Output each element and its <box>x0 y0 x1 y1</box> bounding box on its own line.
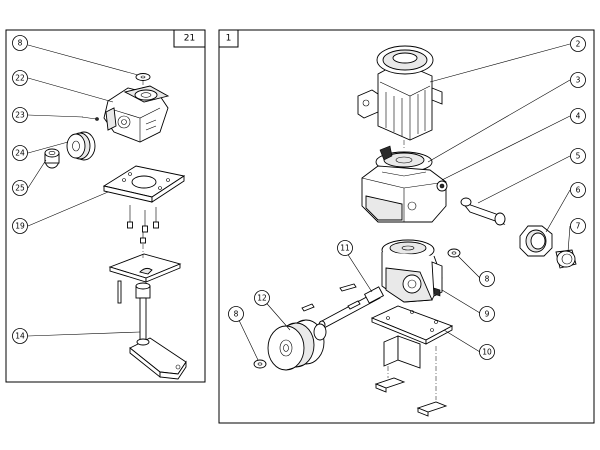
right-gearbox-part <box>381 239 443 303</box>
svg-text:11: 11 <box>340 244 350 253</box>
svg-text:8: 8 <box>18 39 23 48</box>
right-callout-5: 5 <box>570 148 586 164</box>
left-plate-part <box>102 165 186 203</box>
right-coupling-part <box>267 319 327 371</box>
left-leader-lines <box>27 44 141 337</box>
left-callout-24: 24 <box>12 145 28 161</box>
right-callout-12: 12 <box>254 290 270 306</box>
right-washer-lower-part <box>253 359 267 369</box>
svg-text:9: 9 <box>485 310 490 319</box>
left-panel-number-box <box>173 29 206 48</box>
left-panel-frame <box>5 29 206 383</box>
right-shaft-part <box>460 197 506 226</box>
svg-text:6: 6 <box>576 186 581 195</box>
svg-text:22: 22 <box>15 74 25 83</box>
right-housing-part <box>361 165 448 223</box>
left-washer-part <box>135 73 151 81</box>
left-callout-23: 23 <box>12 107 28 123</box>
right-panel-number-box <box>218 29 239 48</box>
svg-text:8: 8 <box>485 275 490 284</box>
right-washer-upper-part <box>447 248 461 258</box>
left-bolts-part <box>127 205 159 244</box>
right-bracket-part <box>370 305 454 417</box>
left-gearbox-part <box>103 85 170 143</box>
left-panel-number: 21 <box>184 34 195 44</box>
right-keys-part <box>301 283 357 312</box>
right-sleeve-part <box>555 249 577 269</box>
svg-text:24: 24 <box>15 149 25 158</box>
right-callout-3: 3 <box>570 72 586 88</box>
svg-text:4: 4 <box>576 112 581 121</box>
svg-text:5: 5 <box>576 152 581 161</box>
right-callout-8-upper: 8 <box>479 271 495 287</box>
right-ring-nut-part <box>519 225 553 257</box>
left-pulley-part <box>66 131 96 161</box>
left-callout-19: 19 <box>12 218 28 234</box>
right-callout-8-lower: 8 <box>228 306 244 322</box>
svg-text:14: 14 <box>15 332 25 341</box>
svg-text:25: 25 <box>15 184 25 193</box>
left-callout-22: 22 <box>12 70 28 86</box>
left-callout-14: 14 <box>12 328 28 344</box>
svg-text:7: 7 <box>576 222 581 231</box>
right-callout-7: 7 <box>570 218 586 234</box>
right-panel-frame <box>218 29 595 424</box>
left-pin-part <box>81 116 99 121</box>
right-callout-6: 6 <box>570 182 586 198</box>
svg-text:10: 10 <box>482 348 492 357</box>
right-callout-2: 2 <box>570 36 586 52</box>
svg-text:23: 23 <box>15 111 25 120</box>
left-callout-8: 8 <box>12 35 28 51</box>
left-lower-plate-part <box>108 253 182 283</box>
right-callout-9: 9 <box>479 306 495 322</box>
right-panel-number: 1 <box>226 34 232 44</box>
right-motor-part <box>357 45 443 141</box>
svg-text:2: 2 <box>576 40 581 49</box>
right-callout-10: 10 <box>479 344 495 360</box>
left-small-pin-part <box>117 280 122 304</box>
svg-text:3: 3 <box>576 76 581 85</box>
left-shaft-bracket-part <box>129 282 187 380</box>
left-bushing-part <box>44 148 60 169</box>
right-leader-lines <box>235 43 571 361</box>
left-callout-25: 25 <box>12 180 28 196</box>
right-callout-11: 11 <box>337 240 353 256</box>
right-callout-4: 4 <box>570 108 586 124</box>
svg-text:12: 12 <box>257 294 267 303</box>
svg-text:8: 8 <box>234 310 239 319</box>
svg-text:19: 19 <box>15 222 25 231</box>
